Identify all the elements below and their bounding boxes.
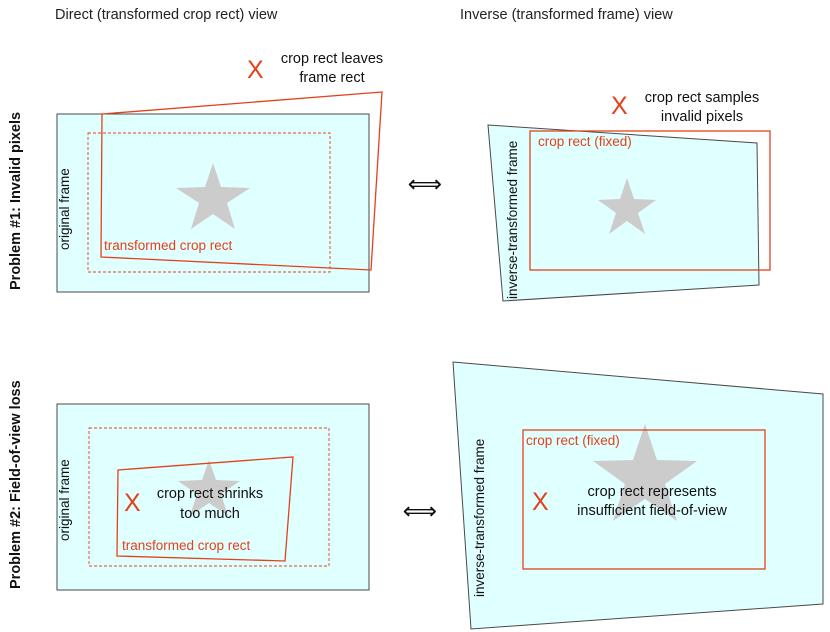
p2-direct-x-mark: X — [124, 489, 141, 517]
p2-crop-rect-fixed — [522, 429, 766, 570]
p2-direct-note-line2: too much — [180, 506, 240, 522]
p1-direct-note-line1: crop rect leaves — [281, 51, 383, 67]
p2-crop-rect-fixed-label: crop rect (fixed) — [526, 433, 620, 448]
p2-inverse-star — [593, 424, 697, 521]
p1-inverse-star — [598, 178, 656, 234]
p2-original-crop-rect — [88, 427, 330, 567]
row-label-problem-2: Problem #2: Field-of-view loss — [8, 380, 24, 589]
p2-direct-panel: original frame transformed crop rect X c… — [56, 403, 370, 591]
p2-inverse-note-line1: crop rect represents — [588, 484, 717, 500]
p2-inverse-panel: crop rect (fixed) inverse-transformed fr… — [452, 361, 824, 630]
row-label-problem-1: Problem #1: Invalid pixels — [8, 112, 24, 290]
p1-inverse-note-line2: invalid pixels — [661, 109, 743, 125]
p1-inverse-note-line1: crop rect samples — [645, 90, 759, 106]
p2-original-frame-label: original frame — [57, 459, 72, 541]
p1-transformed-crop-rect-label: transformed crop rect — [104, 238, 233, 253]
p1-inverse-frame-label: inverse-transformed frame — [505, 141, 520, 299]
header-direct-view: Direct (transformed crop rect) view — [55, 7, 278, 23]
p2-transformed-crop-rect — [116, 456, 294, 562]
p1-direct-panel: original frame transformed crop rect X c… — [56, 51, 383, 293]
p1-direct-star — [176, 163, 250, 229]
p2-inverse-x-mark: X — [532, 488, 549, 516]
p1-transformed-crop-rect — [100, 91, 383, 271]
p2-inverse-frame-label: inverse-transformed frame — [472, 439, 487, 597]
p1-direct-note-line2: frame rect — [299, 70, 364, 86]
p2-direct-note-line1: crop rect shrinks — [157, 486, 263, 502]
p1-equivalence-arrow: ⟺ — [408, 170, 442, 198]
p1-inverse-panel: crop rect (fixed) inverse-transformed fr… — [487, 90, 771, 302]
p1-original-crop-rect — [87, 132, 331, 273]
p2-transformed-crop-rect-label: transformed crop rect — [122, 538, 251, 553]
p1-crop-rect-fixed — [529, 130, 771, 271]
p1-crop-rect-fixed-label: crop rect (fixed) — [538, 134, 632, 149]
p2-equivalence-arrow: ⟺ — [403, 497, 437, 525]
p1-direct-x-mark: X — [247, 56, 264, 84]
p1-inverse-x-mark: X — [611, 92, 628, 120]
header-inverse-view: Inverse (transformed frame) view — [460, 7, 673, 23]
p2-direct-star — [178, 460, 240, 516]
p1-original-frame-label: original frame — [57, 168, 72, 250]
p2-inverse-note-line2: insufficient field-of-view — [577, 503, 727, 519]
